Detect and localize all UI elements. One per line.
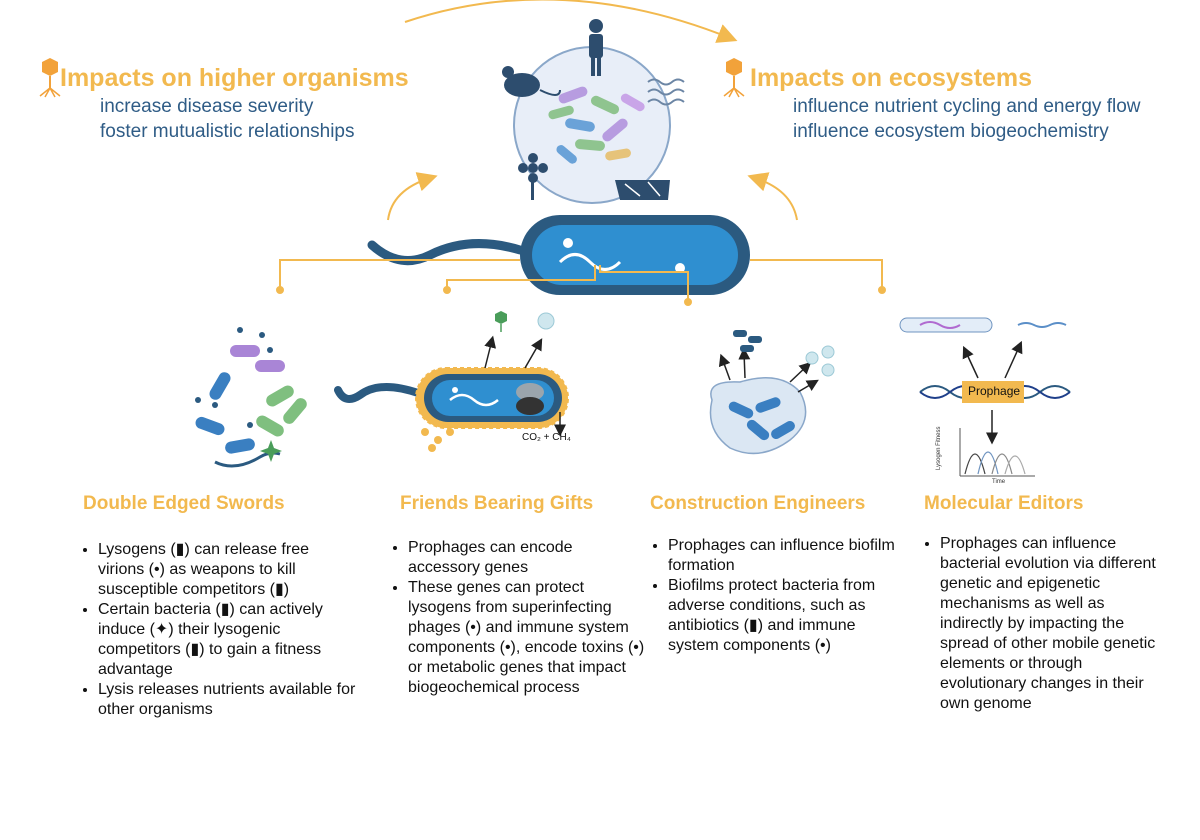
section-list-friends-bearing-gifts: Prophages can encode accessory genes The… <box>388 538 646 698</box>
mouse-icon <box>502 66 561 97</box>
section-title-friends-bearing-gifts: Friends Bearing Gifts <box>400 493 594 514</box>
central-bacterium <box>367 215 750 295</box>
soil-icon <box>615 180 670 200</box>
microbe-cluster <box>548 86 645 164</box>
molecular-editors-illustration <box>899 317 1071 477</box>
water-icon <box>647 78 685 106</box>
double-edged-swords-illustration <box>195 327 307 468</box>
phage-icon-right <box>723 58 745 98</box>
section-title-construction-engineers: Construction Engineers <box>650 493 866 514</box>
right-curve-arrow <box>747 172 798 221</box>
top-arc-arrow <box>404 0 738 43</box>
header-left-title: Impacts on higher organisms <box>60 64 409 92</box>
section-list-construction-engineers: Prophages can influence biofilm formatio… <box>648 536 900 656</box>
list-item: Lysis releases nutrients available for o… <box>98 680 358 720</box>
fitness-axis-label: Lysogen Fitness <box>936 426 942 470</box>
list-item: Prophages can encode accessory genes <box>408 538 646 578</box>
list-item: Prophages can influence bacterial evolut… <box>940 534 1170 714</box>
section-list-double-edged-swords: Lysogens (▮) can release free virions (•… <box>78 540 358 720</box>
prophage-label: Prophage <box>968 384 1021 398</box>
header-left-line-1: increase disease severity <box>100 96 314 117</box>
friends-bearing-gifts-illustration <box>334 311 569 452</box>
list-item: These genes can protect lysogens from su… <box>408 578 646 698</box>
section-title-double-edged-swords: Double Edged Swords <box>83 493 285 514</box>
header-right-title: Impacts on ecosystems <box>750 64 1033 92</box>
co2-ch4-label: CO₂ + CH₄ <box>522 432 571 443</box>
list-item: Biofilms protect bacteria from adverse c… <box>668 576 900 656</box>
list-item: Lysogens (▮) can release free virions (•… <box>98 540 358 600</box>
list-item: Prophages can influence biofilm formatio… <box>668 536 900 576</box>
list-item: Certain bacteria (▮) can actively induce… <box>98 600 358 680</box>
fitness-mini-chart <box>959 428 1035 477</box>
header-right-line-1: influence nutrient cycling and energy fl… <box>793 96 1141 117</box>
section-list-molecular-editors: Prophages can influence bacterial evolut… <box>920 534 1170 714</box>
ecosystem-circle <box>502 19 685 204</box>
connector-lines <box>276 259 886 306</box>
prophage-box <box>962 381 1024 403</box>
flower-icon <box>518 153 548 200</box>
human-icon <box>589 19 603 76</box>
time-axis-label: Time <box>992 479 1006 485</box>
construction-engineers-illustration <box>709 330 835 455</box>
left-curve-arrow <box>387 172 438 221</box>
header-right-line-2: influence ecosystem biogeochemistry <box>793 121 1109 142</box>
phage-icon-left <box>39 58 61 98</box>
section-title-molecular-editors: Molecular Editors <box>924 493 1084 514</box>
header-left-line-2: foster mutualistic relationships <box>100 121 355 142</box>
